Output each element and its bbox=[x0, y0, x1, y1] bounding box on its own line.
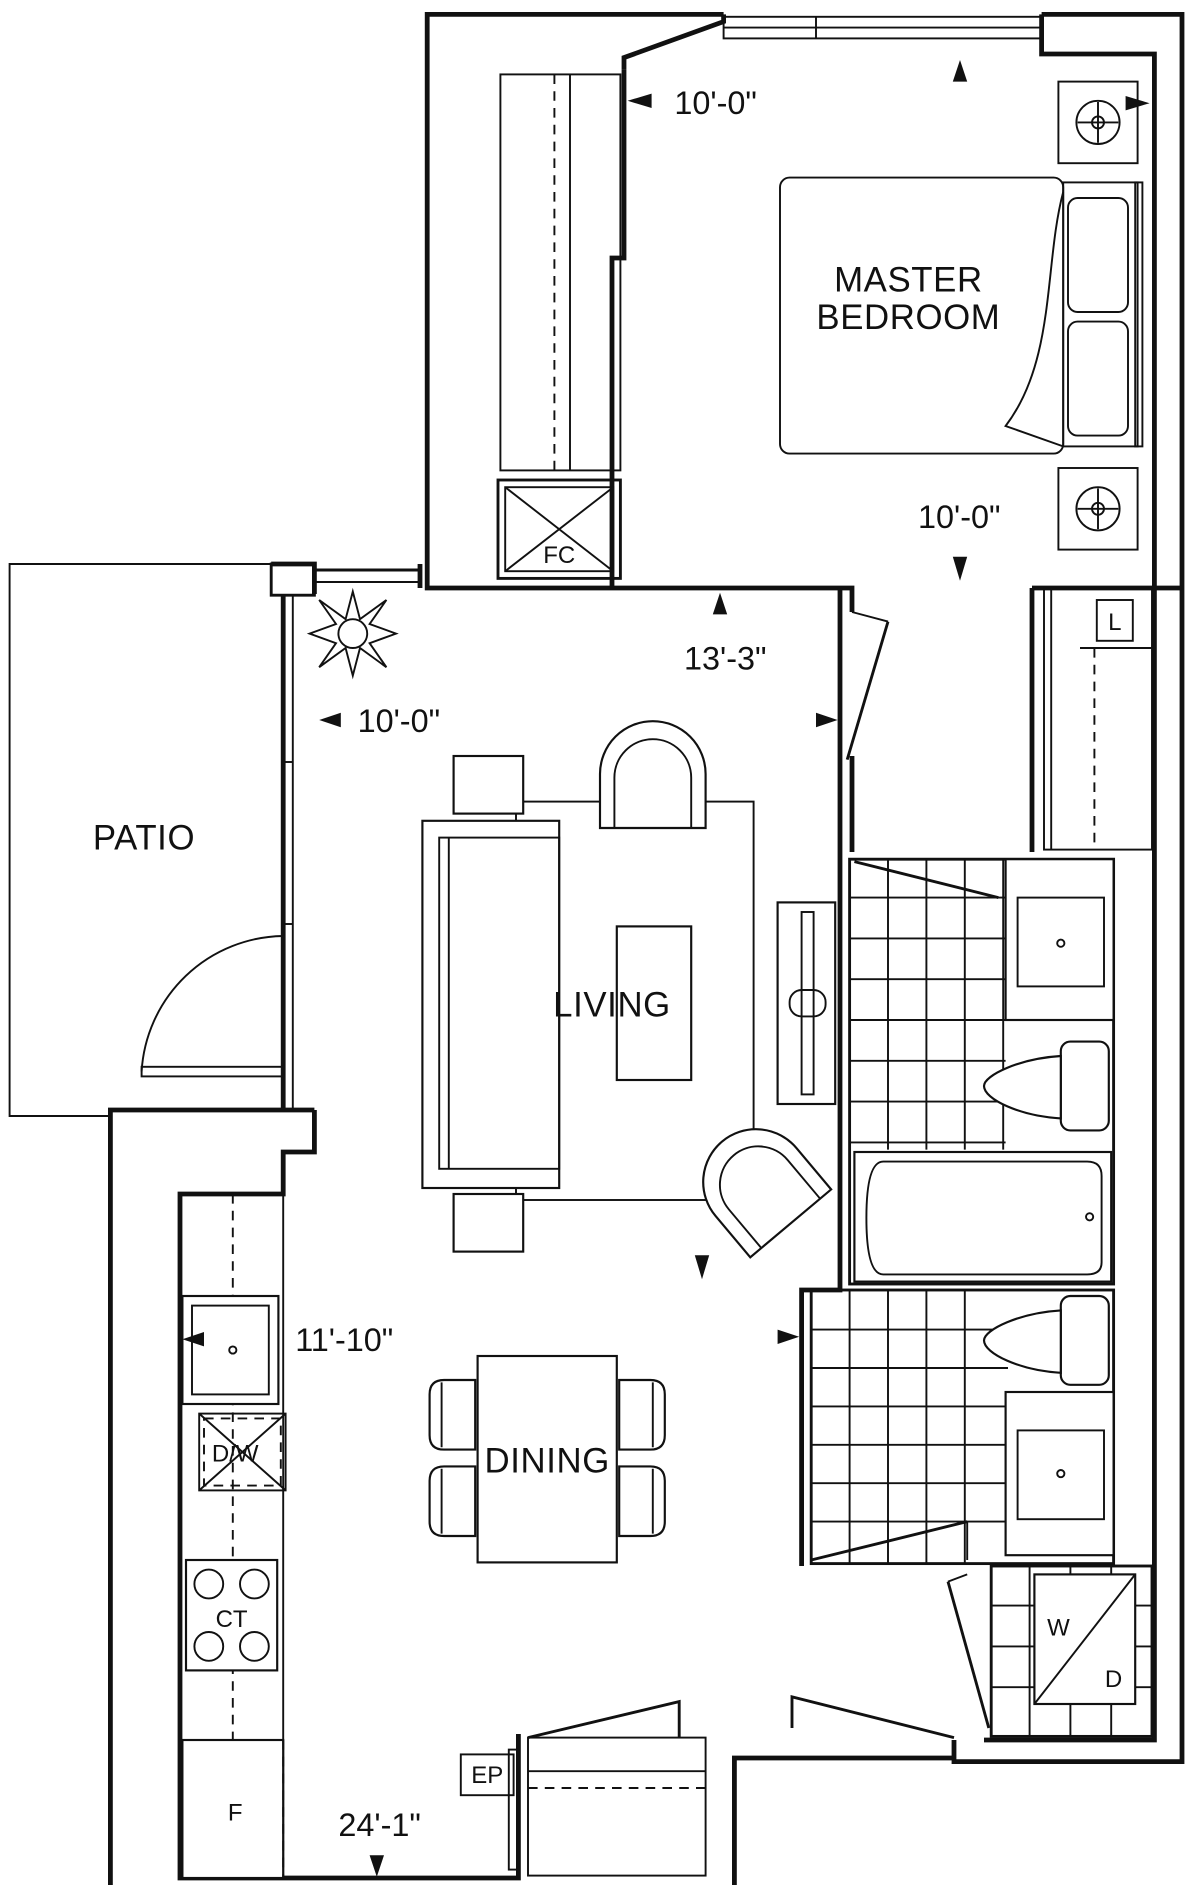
living-bottom-arrow bbox=[694, 1255, 710, 1280]
bedroom-top-arrow bbox=[952, 60, 968, 82]
electrical-panel-label: EP bbox=[471, 1762, 503, 1789]
linen-label: L bbox=[1108, 609, 1121, 636]
living-room: LIVING 13'-3" 10'-0" bbox=[306, 587, 838, 1280]
living-label: LIVING bbox=[553, 985, 671, 1024]
entry: EP bbox=[459, 1694, 955, 1877]
linen-closet: L bbox=[1043, 587, 1153, 851]
furnace-closet-label: FC bbox=[543, 542, 575, 569]
dining-right-arrow bbox=[777, 1329, 800, 1344]
plant-icon bbox=[306, 587, 399, 680]
bathroom-ensuite bbox=[809, 1288, 1116, 1566]
living-width-dimension: 13'-3" bbox=[684, 641, 767, 677]
bedroom-width-dimension: 10'-0" bbox=[674, 85, 757, 121]
dining-area: DINING bbox=[428, 1354, 666, 1564]
living-top-arrow bbox=[712, 592, 728, 615]
armchair-top bbox=[598, 720, 707, 830]
living-depth-dimension: 10'-0" bbox=[358, 703, 441, 739]
overall-length-dimension: 24'-1" bbox=[338, 1807, 421, 1843]
bedroom-door bbox=[845, 611, 890, 761]
dining-left-arrow bbox=[182, 1332, 205, 1347]
bedroom-right-arrow bbox=[1125, 96, 1150, 111]
bedroom-width-arrow bbox=[627, 93, 652, 109]
patio: PATIO bbox=[8, 563, 285, 1117]
dining-chairs bbox=[428, 1378, 666, 1538]
master-bedroom: FC MASTER BEDROOM 10'-0" 10'-0" bbox=[496, 60, 1150, 581]
armchair-bottom bbox=[702, 1128, 833, 1259]
dishwasher-label: D/W bbox=[212, 1441, 259, 1468]
bathroom-main bbox=[848, 857, 1116, 1286]
living-right-arrow bbox=[816, 712, 838, 728]
fridge-label: F bbox=[228, 1799, 243, 1826]
kitchen: D/W CT F 11'-10" 24'-1" bbox=[181, 1194, 800, 1880]
overall-length-arrow bbox=[369, 1855, 384, 1877]
tv-icon bbox=[776, 901, 837, 1106]
master-bedroom-label-line2: BEDROOM bbox=[816, 298, 1000, 337]
master-bedroom-label-line1: MASTER bbox=[834, 261, 983, 300]
washer-label: W bbox=[1047, 1615, 1070, 1642]
dining-width-dimension: 11'-10" bbox=[295, 1322, 393, 1358]
living-left-arrow bbox=[319, 712, 341, 728]
dining-label: DINING bbox=[485, 1441, 610, 1480]
bedroom-length-dimension: 10'-0" bbox=[918, 499, 1001, 535]
bedroom-length-arrow bbox=[952, 556, 968, 581]
laundry: W D bbox=[946, 1564, 1154, 1738]
cooktop-label: CT bbox=[216, 1606, 248, 1633]
nightstand-bottom bbox=[1057, 467, 1139, 551]
nightstand-top bbox=[1057, 80, 1139, 165]
patio-label: PATIO bbox=[93, 819, 195, 858]
dryer-label: D bbox=[1105, 1666, 1122, 1693]
